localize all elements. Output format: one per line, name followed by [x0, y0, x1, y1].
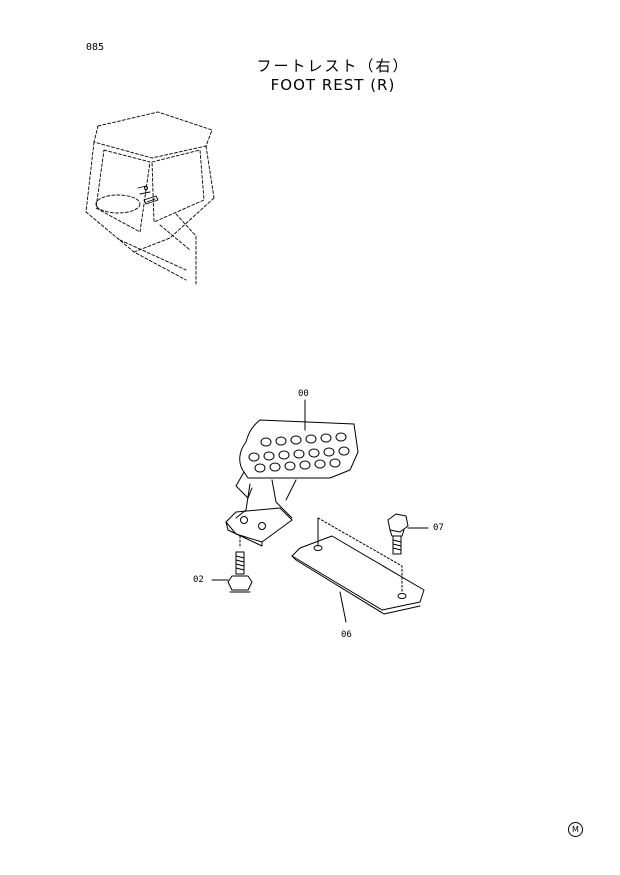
pad-hole-pattern [248, 432, 350, 473]
bolt-07 [387, 513, 429, 555]
cab-frame-line-2 [159, 224, 191, 251]
cab-left-side [85, 211, 187, 281]
cab-base [133, 197, 215, 253]
plate-06 [291, 517, 425, 623]
corner-mark: M [568, 822, 583, 837]
leader-06 [339, 591, 347, 623]
title-english: FOOT REST (R) [270, 76, 396, 94]
cab-front-pillar [85, 141, 95, 213]
callout-07: 07 [433, 523, 444, 533]
bolt-02 [211, 535, 253, 593]
cab-frame-line [175, 213, 197, 285]
callout-06: 06 [341, 630, 352, 640]
foot-rest-column-2 [271, 479, 293, 519]
base-hole-right [258, 522, 266, 530]
foot-rest-location-marker [137, 185, 159, 205]
foot-rest-assembly [225, 399, 359, 547]
cab-window [95, 149, 151, 233]
callout-02: 02 [193, 575, 204, 585]
callout-00: 00 [298, 389, 309, 399]
title-japanese: フートレスト（右） [256, 57, 410, 75]
foot-rest-pad [239, 419, 359, 479]
cab-locator-sketch [85, 111, 215, 285]
foot-rest-column [235, 483, 251, 519]
cab-door-window [151, 149, 205, 223]
cab-pedal-oval [95, 194, 141, 214]
cab-roof [93, 111, 213, 159]
cab-floor-line [119, 239, 187, 271]
foot-rest-pad-edge [235, 471, 253, 499]
foot-rest-base-side [225, 521, 263, 547]
cab-rear-pillar [205, 145, 215, 199]
foot-rest-column-3 [285, 479, 297, 501]
page-number: 085 [86, 42, 105, 53]
base-hole-left [240, 516, 248, 524]
